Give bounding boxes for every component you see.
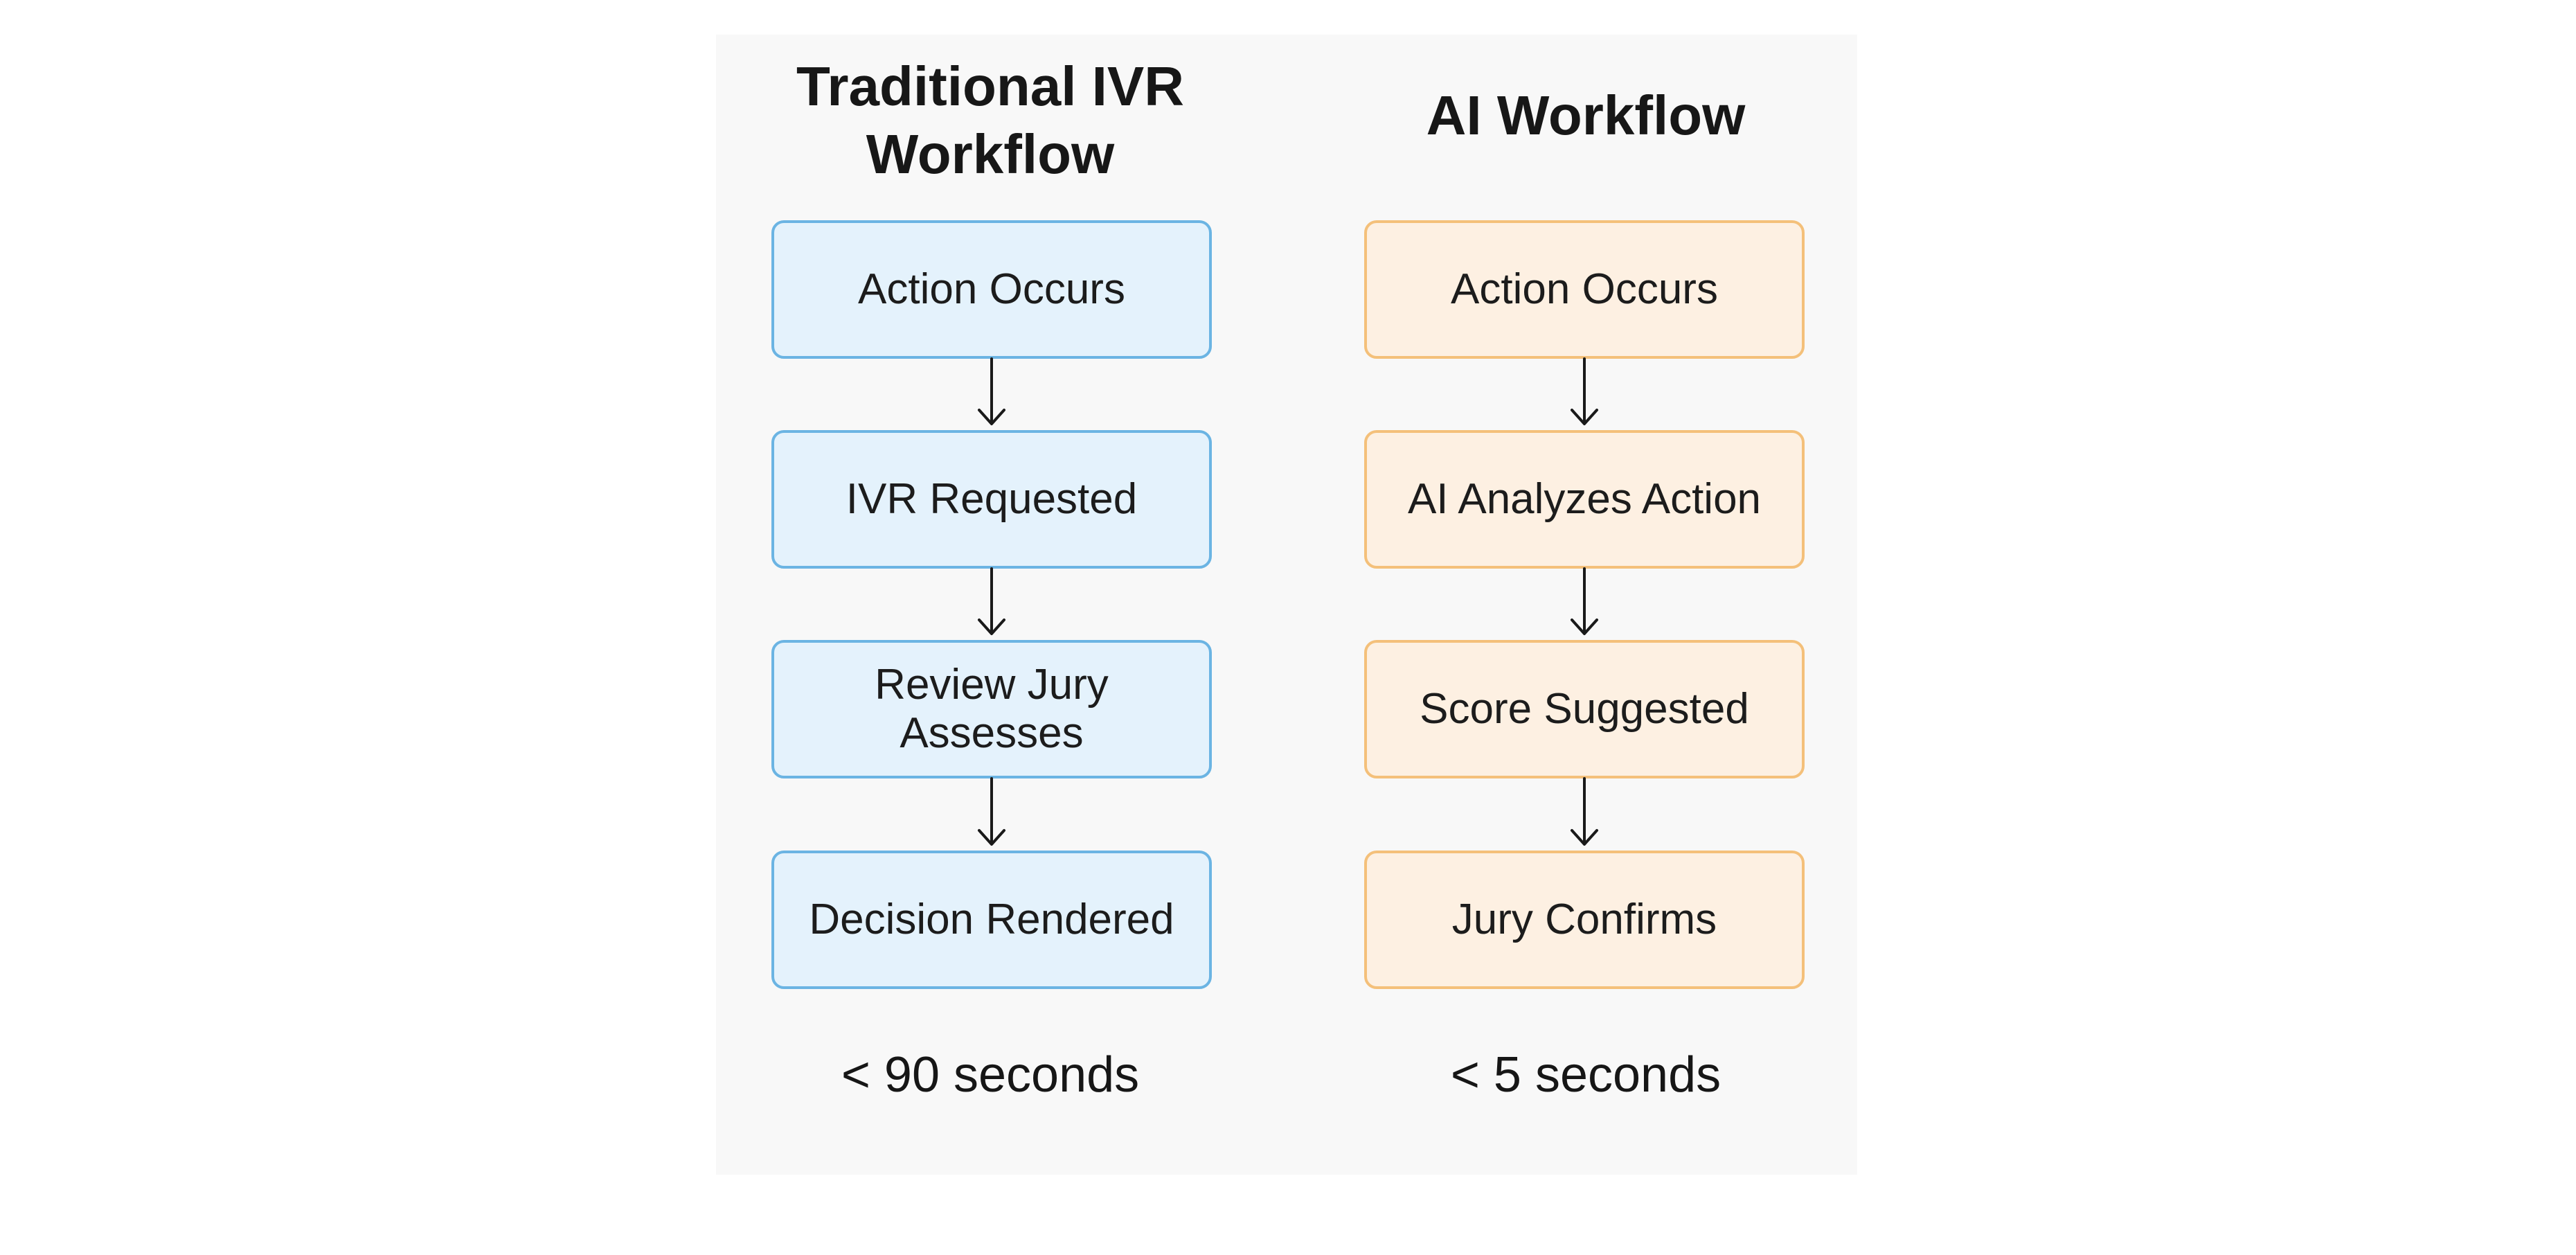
ai-step-jury-confirms: Jury Confirms xyxy=(1364,851,1805,989)
ai-timing-label: < 5 seconds xyxy=(1450,1047,1721,1103)
diagram-panel xyxy=(716,35,1857,1175)
ai-step-action-occurs: Action Occurs xyxy=(1364,220,1805,359)
traditional-step-action-occurs: Action Occurs xyxy=(771,220,1212,359)
traditional-step-review-jury-assesses: Review Jury Assesses xyxy=(771,640,1212,778)
traditional-timing-label: < 90 seconds xyxy=(841,1047,1140,1103)
traditional-step-decision-rendered: Decision Rendered xyxy=(771,851,1212,989)
traditional-workflow-title: Traditional IVR Workflow xyxy=(796,55,1185,185)
ai-workflow-title: AI Workflow xyxy=(1426,84,1746,146)
traditional-step-ivr-requested: IVR Requested xyxy=(771,430,1212,569)
ai-step-ai-analyzes-action: AI Analyzes Action xyxy=(1364,430,1805,569)
ai-step-score-suggested: Score Suggested xyxy=(1364,640,1805,778)
